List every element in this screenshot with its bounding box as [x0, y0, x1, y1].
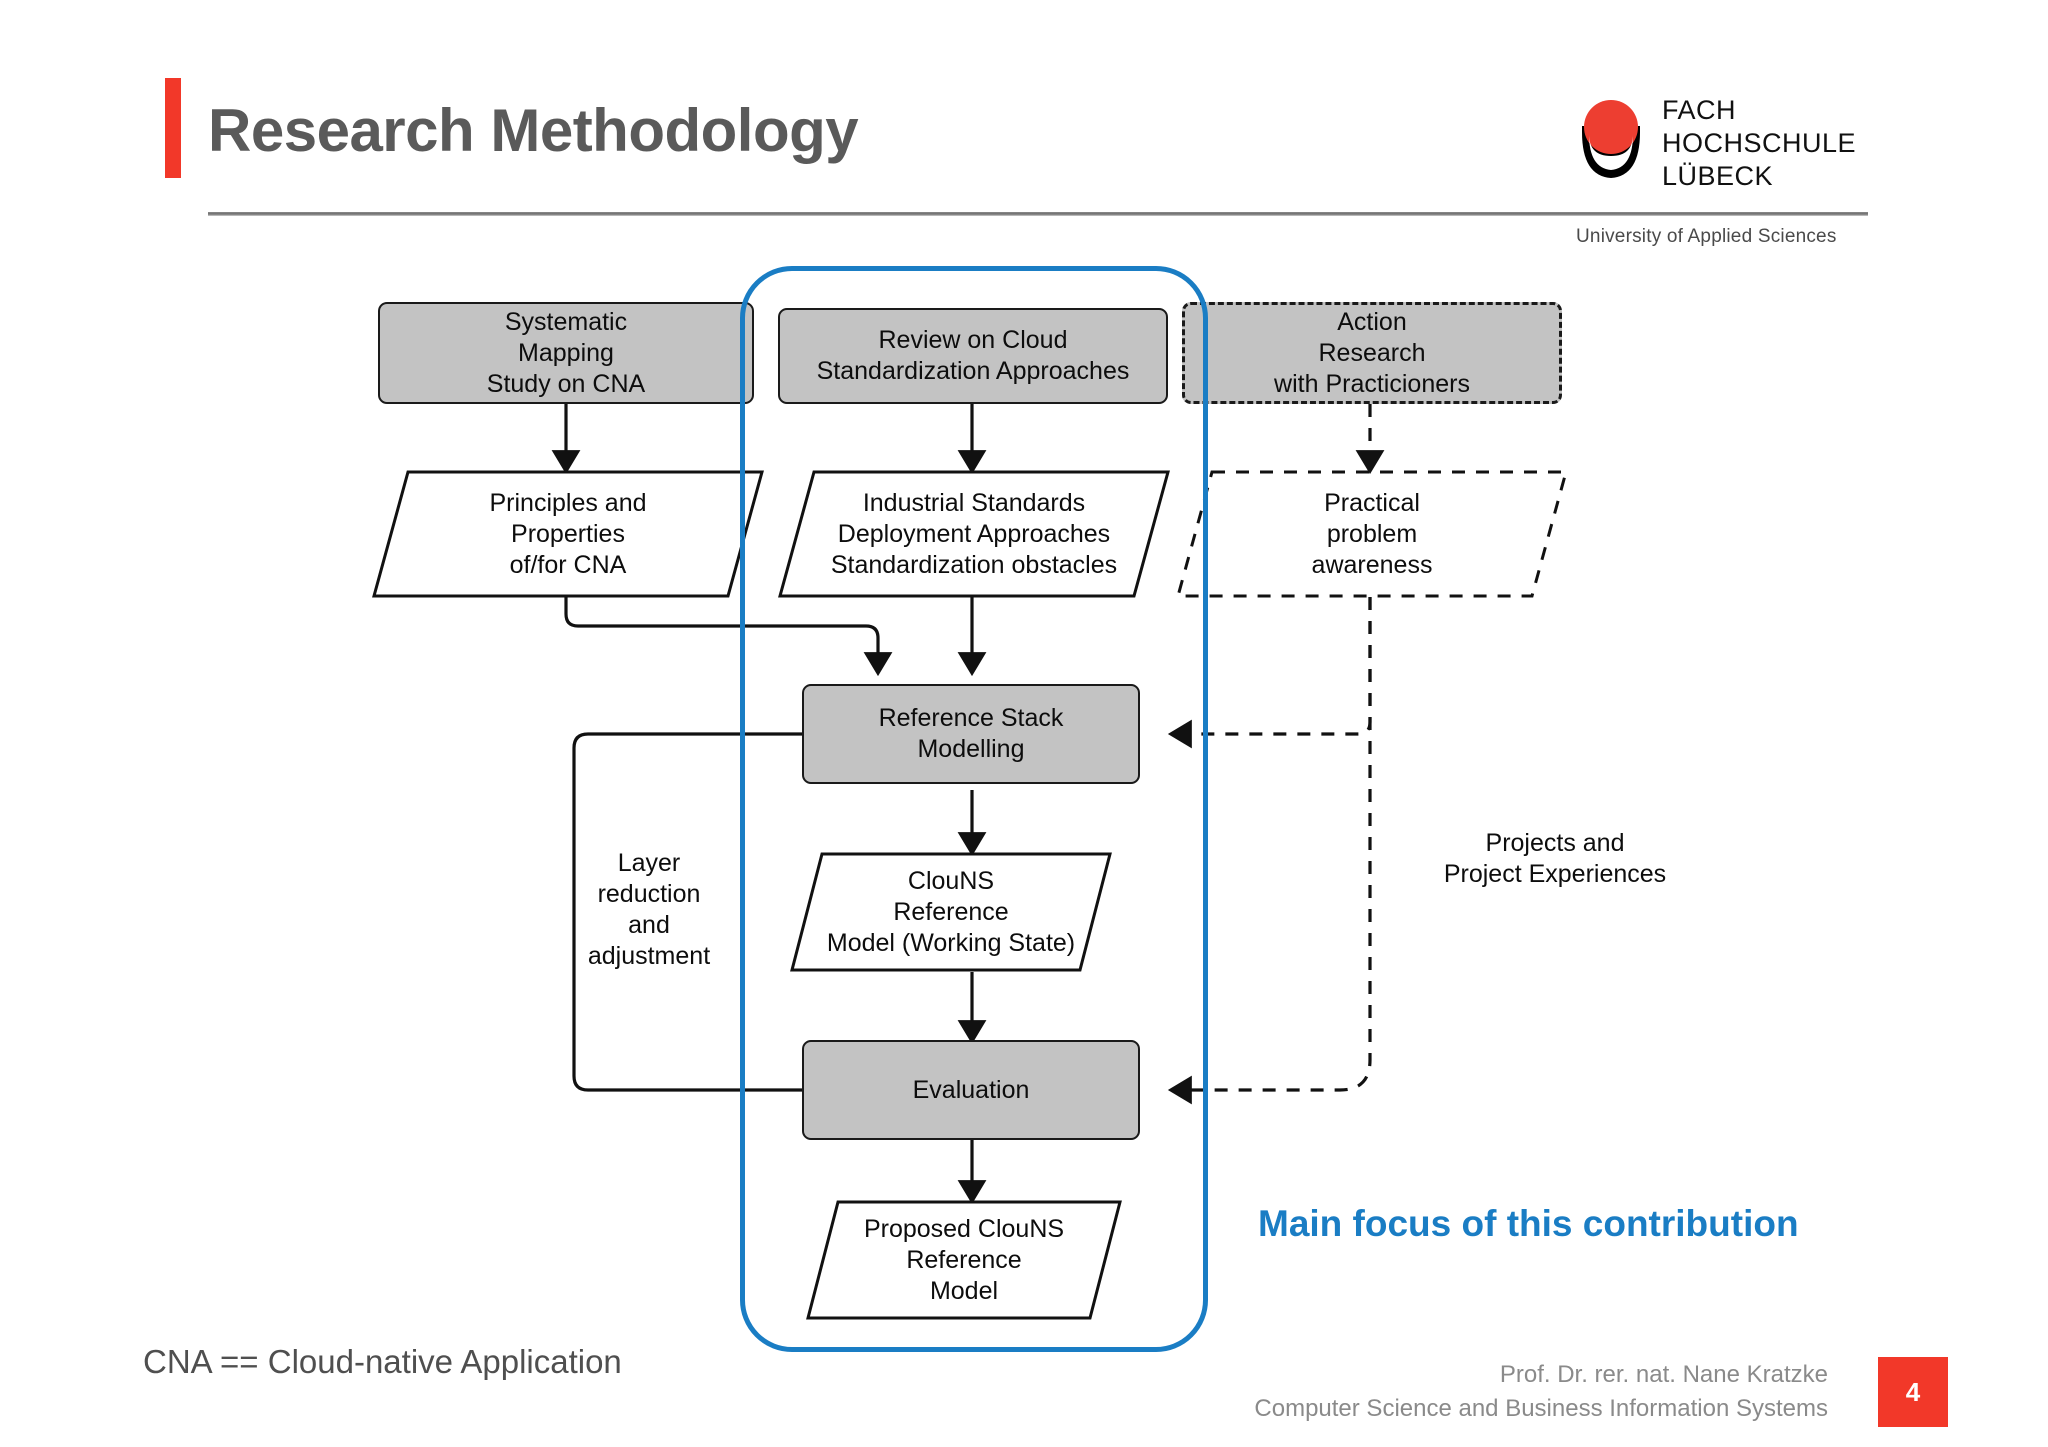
node-practical-problem-awareness[interactable]: Practical problem awareness	[1176, 470, 1568, 598]
node-industrial-standards[interactable]: Industrial Standards Deployment Approach…	[778, 470, 1170, 598]
presenter-name: Prof. Dr. rer. nat. Nane Kratzke	[1499, 1361, 1828, 1388]
header-divider	[208, 212, 1868, 216]
parallelogram-shape	[778, 470, 1170, 598]
node-label: Principles and Properties of/for CNA	[489, 488, 647, 579]
node-label: Practical problem awareness	[1311, 488, 1433, 579]
node-label: Evaluation	[912, 1075, 1030, 1104]
logo-subtitle: University of Applied Sciences	[1576, 226, 1837, 247]
page-number-badge: 4	[1878, 1357, 1948, 1427]
node-label: Systematic Mapping Study on CNA	[486, 307, 646, 398]
node-label: Industrial Standards Deployment Approach…	[830, 488, 1118, 579]
main-focus-caption: Main focus of this contribution	[1258, 1203, 1799, 1244]
logo-text: FACH HOCHSCHULE LÜBECK	[1662, 94, 1856, 193]
node-evaluation[interactable]: Evaluation	[802, 1040, 1140, 1140]
node-label: Action Research with Practicioners	[1274, 307, 1470, 398]
label-text: Layer reduction and adjustment	[587, 849, 711, 970]
title-accent-bar	[165, 78, 181, 178]
node-principles-properties[interactable]: Principles and Properties of/for CNA	[372, 470, 764, 598]
page-title: Research Methodology	[208, 97, 859, 164]
label-projects-experiences: Projects and Project Experiences	[1390, 828, 1720, 890]
node-label: Review on Cloud Standardization Approach…	[816, 326, 1130, 385]
parallelogram-shape	[372, 470, 764, 598]
label-text: Projects and Project Experiences	[1443, 829, 1667, 888]
node-action-research[interactable]: Action Research with Practicioners	[1182, 302, 1562, 404]
parallelogram-shape	[790, 852, 1112, 972]
label-layer-reduction: Layer reduction and adjustment	[564, 848, 734, 972]
node-reference-stack-modelling[interactable]: Reference Stack Modelling	[802, 684, 1140, 784]
node-review-cloud-standardization[interactable]: Review on Cloud Standardization Approach…	[778, 308, 1168, 404]
node-label: Reference Stack Modelling	[878, 704, 1064, 763]
footer-credits: Prof. Dr. rer. nat. Nane Kratzke Compute…	[1254, 1358, 1828, 1426]
node-clouns-reference-model-working[interactable]: ClouNS Reference Model (Working State)	[790, 852, 1112, 972]
node-label: Proposed ClouNS Reference Model	[863, 1214, 1065, 1305]
department-name: Computer Science and Business Informatio…	[1254, 1395, 1828, 1422]
parallelogram-shape	[1176, 470, 1568, 598]
parallelogram-shape	[806, 1200, 1122, 1320]
node-systematic-mapping-study[interactable]: Systematic Mapping Study on CNA	[378, 302, 754, 404]
node-proposed-clouns-reference-model[interactable]: Proposed ClouNS Reference Model	[806, 1200, 1122, 1320]
logo-line-3: LÜBECK	[1662, 161, 1774, 191]
cna-legend: CNA == Cloud-native Application	[143, 1343, 622, 1380]
logo-line-2: HOCHSCHULE	[1662, 128, 1857, 158]
node-label: ClouNS Reference Model (Working State)	[826, 866, 1076, 957]
logo-mark-icon	[1582, 100, 1640, 178]
fh-luebeck-logo: FACH HOCHSCHULE LÜBECK	[1576, 95, 1868, 198]
logo-line-1: FACH	[1662, 95, 1737, 125]
